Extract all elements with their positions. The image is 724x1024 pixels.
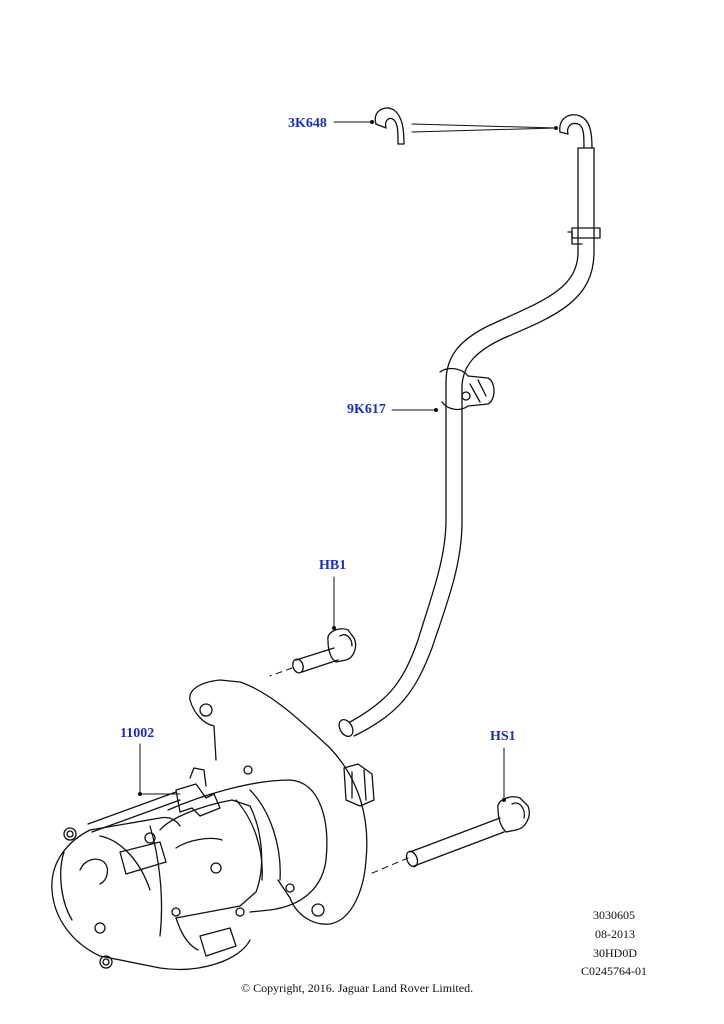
callout-9k617[interactable]: 9K617: [347, 402, 386, 417]
reference-line-4: C0245764-01: [581, 964, 647, 978]
copyright-notice: © Copyright, 2016. Jaguar Land Rover Lim…: [241, 981, 474, 995]
starter-motor-11002[interactable]: [51, 679, 375, 971]
hose-clamp-3k648[interactable]: [374, 107, 405, 145]
bolt-hs1[interactable]: [404, 796, 530, 869]
alignment-guides: [269, 667, 409, 875]
bolt-hb1[interactable]: [291, 628, 357, 674]
callout-hb1[interactable]: HB1: [319, 558, 347, 573]
reference-line-2: 08-2013: [595, 927, 635, 941]
reference-line-3: 30HD0D: [593, 946, 637, 960]
callout-hs1[interactable]: HS1: [490, 729, 516, 744]
leader-lines: [139, 121, 557, 801]
pipe-9k617[interactable]: [336, 147, 601, 739]
reference-line-1: 3030605: [593, 908, 635, 922]
hose-clamp-pipe-top[interactable]: [559, 114, 593, 149]
callout-3k648[interactable]: 3K648: [288, 116, 327, 131]
callout-11002[interactable]: 11002: [120, 726, 155, 741]
leader-dots: [138, 120, 558, 802]
